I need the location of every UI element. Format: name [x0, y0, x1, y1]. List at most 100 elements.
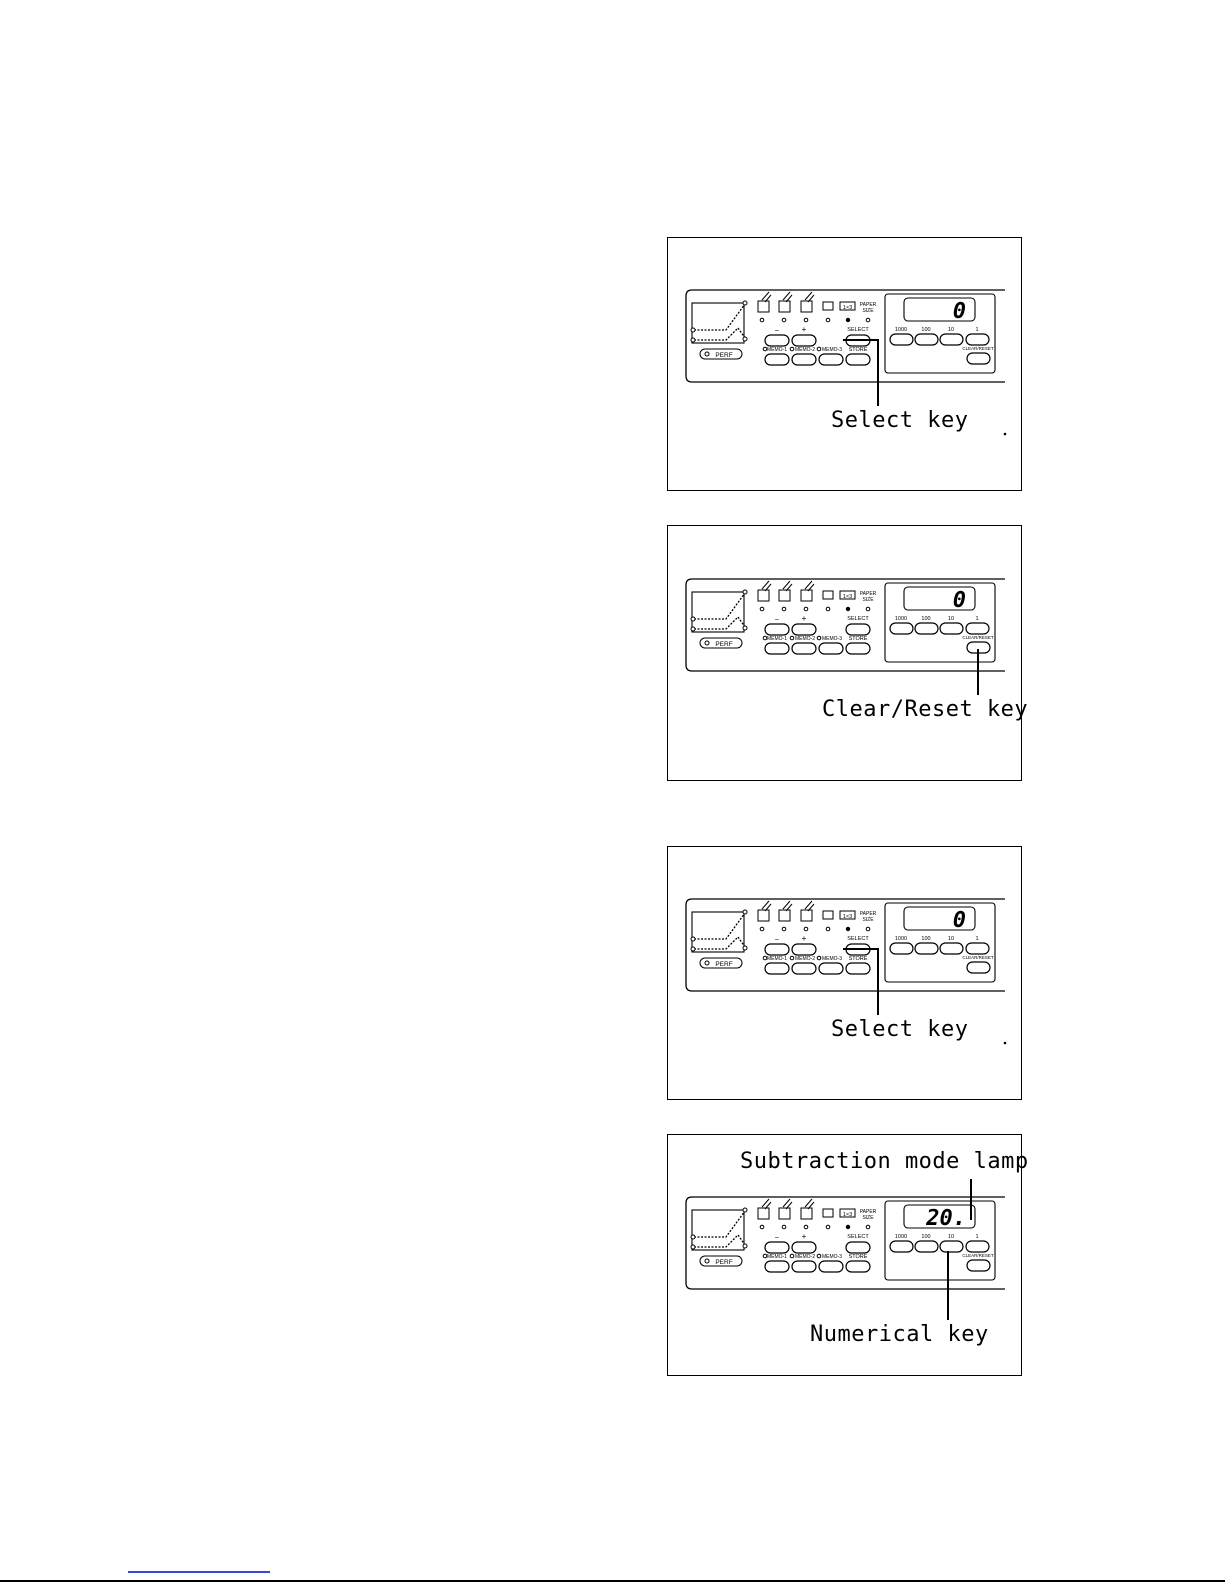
counter-display — [903, 297, 976, 322]
memo2-button — [791, 962, 817, 975]
memo2-label: MEMO-2 — [795, 956, 815, 962]
num-key-10 — [939, 333, 964, 346]
path-dot — [742, 909, 748, 915]
paper-path-box — [691, 591, 745, 633]
store-label: STORE — [849, 1254, 868, 1260]
staple-mode-icon — [782, 900, 793, 912]
sheet-icon — [822, 301, 834, 311]
clear-reset-label: CLEAR/RESET — [962, 1253, 994, 1258]
select-button — [845, 1241, 871, 1254]
mode-lamp — [781, 1224, 787, 1230]
memo1-label: MEMO-1 — [767, 347, 787, 353]
memo1-label: MEMO-1 — [767, 636, 787, 642]
memo2-label: MEMO-2 — [795, 636, 815, 642]
footer-link-underline[interactable] — [128, 1571, 270, 1573]
leader-line — [843, 339, 879, 406]
staple-mode-icon — [804, 291, 815, 303]
mode-lamp — [803, 1224, 809, 1230]
mode-lamp — [759, 1224, 765, 1230]
callout-select-key: Select key — [831, 408, 969, 433]
paper-path-upper — [694, 1210, 746, 1238]
staple-mode-icon — [800, 300, 813, 313]
minus-label: – — [775, 616, 779, 623]
num-key-1 — [965, 942, 990, 955]
path-dot — [742, 945, 748, 951]
mode-lamp — [825, 606, 831, 612]
num-key-label: 1 — [975, 936, 978, 942]
staple-mode-icon — [757, 909, 770, 922]
paper-size-label: SIZE — [862, 597, 874, 603]
staple-mode-icon — [778, 1207, 791, 1220]
store-label: STORE — [849, 636, 868, 642]
counter-display-value: 20. — [925, 1206, 966, 1231]
staple-mode-icon — [804, 580, 815, 592]
select-button — [845, 623, 871, 636]
store-label: STORE — [849, 347, 868, 353]
memo-lamp — [816, 635, 822, 641]
num-key-label: 10 — [948, 616, 954, 622]
counter-display-value: 0 — [953, 908, 966, 933]
mode-box-label: 1×3 — [843, 305, 852, 311]
mode-lamp — [865, 926, 871, 932]
num-key-100 — [914, 1240, 939, 1253]
mode-lamp — [865, 317, 871, 323]
staple-mode-icon — [800, 909, 813, 922]
store-label: STORE — [849, 956, 868, 962]
memo1-label: MEMO-1 — [767, 956, 787, 962]
memo-lamp — [789, 346, 795, 352]
num-key-label: 1000 — [895, 1234, 907, 1240]
paper-path-upper — [694, 592, 746, 620]
num-key-100 — [914, 333, 939, 346]
path-dot — [690, 327, 696, 333]
mode-box-icon — [839, 301, 856, 311]
callout-subtraction-mode-lamp: Subtraction mode lamp — [740, 1149, 1029, 1174]
memo3-button — [818, 642, 844, 655]
memo3-label: MEMO-3 — [822, 956, 842, 962]
counter-display — [903, 1204, 976, 1229]
plus-button — [791, 334, 817, 347]
mode-lamp — [781, 926, 787, 932]
memo-lamp — [762, 635, 768, 641]
staple-mode-icon — [757, 300, 770, 313]
panel-outline — [685, 1196, 1005, 1290]
memo1-button — [764, 353, 790, 366]
memo-lamp — [816, 346, 822, 352]
num-key-label: 100 — [921, 1234, 930, 1240]
staple-mode-icon — [778, 909, 791, 922]
num-key-label: 10 — [948, 936, 954, 942]
mode-lamp — [865, 1224, 871, 1230]
staple-mode-icon — [761, 580, 772, 592]
staple-mode-icon — [761, 900, 772, 912]
plus-label: + — [802, 1232, 807, 1241]
num-key-1000 — [889, 942, 914, 955]
memo3-button — [818, 353, 844, 366]
clear-reset-button — [966, 961, 991, 974]
mode-lamp — [825, 926, 831, 932]
path-dot — [690, 946, 696, 952]
memo2-button — [791, 1260, 817, 1273]
num-key-1000 — [889, 1240, 914, 1253]
perf-button — [699, 957, 743, 969]
mode-box-label: 1×3 — [843, 1212, 852, 1218]
plus-button — [791, 1241, 817, 1254]
clear-reset-label: CLEAR/RESET — [962, 955, 994, 960]
paper-size-label: PAPER — [860, 1209, 877, 1215]
paper-size-label: SIZE — [862, 308, 874, 314]
staple-mode-icon — [761, 291, 772, 303]
mode-box-label: 1×3 — [843, 594, 852, 600]
num-key-label: 10 — [948, 327, 954, 333]
mode-lamp — [759, 606, 765, 612]
perf-lamp — [704, 960, 710, 966]
select-label: SELECT — [847, 936, 869, 942]
mode-lamp — [803, 317, 809, 323]
path-dot — [690, 337, 696, 343]
paper-size-label: SIZE — [862, 1215, 874, 1221]
minus-button — [764, 943, 790, 956]
num-key-1000 — [889, 622, 914, 635]
path-dot — [742, 336, 748, 342]
memo3-button — [818, 962, 844, 975]
mode-lamp-lit — [845, 317, 851, 323]
memo2-button — [791, 353, 817, 366]
